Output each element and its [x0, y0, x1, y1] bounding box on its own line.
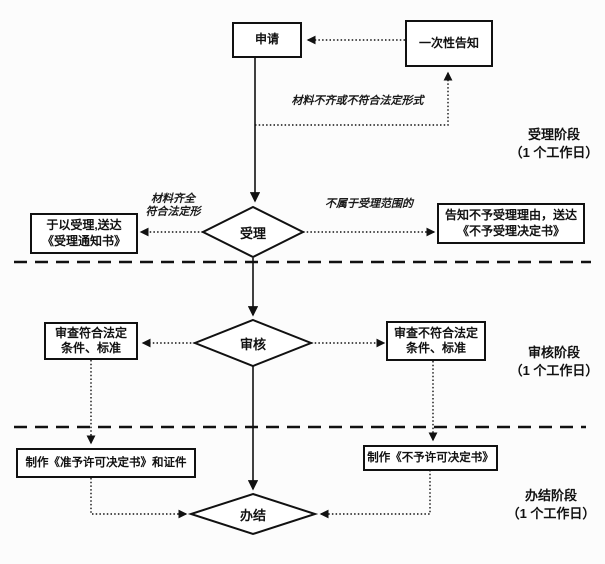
node-make-denial: 制作《不予许可决定书》 [363, 445, 498, 471]
stage-review-duration: （1 个工作日） [509, 363, 599, 378]
stage-review-name: 审核阶段 [527, 345, 580, 360]
node-make-permit: 制作《准予许可决定书》和证件 [16, 448, 196, 478]
edge-label-materials-complete-line1: 材料齐全 [151, 193, 195, 205]
node-review-fail: 审查不符合法定条件、标准 [386, 321, 486, 361]
stage-close: 办结阶段 （1 个工作日） [500, 487, 602, 523]
stage-accept-duration: （1 个工作日） [509, 145, 599, 160]
stage-accept-name: 受理阶段 [527, 127, 580, 142]
edge-label-materials-incomplete: 材料不齐或不符合法定形式 [291, 95, 424, 107]
stage-close-duration: （1 个工作日） [506, 506, 596, 521]
edge-denial-to-close [319, 470, 431, 519]
label-close: 办结 [239, 507, 266, 523]
label-review: 审核 [239, 336, 266, 352]
edge-incomplete-feedback [255, 71, 453, 126]
close-diamond [187, 492, 319, 536]
stage-review: 审核阶段 （1 个工作日） [503, 344, 605, 380]
accept-diamond [200, 205, 306, 259]
stage-accept: 受理阶段 （1 个工作日） [503, 126, 605, 162]
node-one-time-notice: 一次性告知 [405, 20, 493, 67]
node-deny-accept: 告知不予受理理由，送达《不予受理决定书》 [437, 203, 585, 244]
edge-label-out-of-scope: 不属于受理范围的 [325, 198, 413, 210]
edge-label-materials-complete: 材料齐全 符合法定形 [133, 193, 213, 219]
label-accept: 受理 [239, 225, 266, 241]
edge-label-materials-complete-line2: 符合法定形 [145, 206, 201, 218]
node-review-pass: 审查符合法定条件、标准 [44, 322, 138, 360]
edge-permit-to-close [90, 478, 188, 519]
node-apply: 申请 [232, 22, 302, 58]
node-grant-accept: 于以受理,送达《受理通知书》 [30, 213, 138, 254]
stage-close-name: 办结阶段 [524, 488, 577, 503]
